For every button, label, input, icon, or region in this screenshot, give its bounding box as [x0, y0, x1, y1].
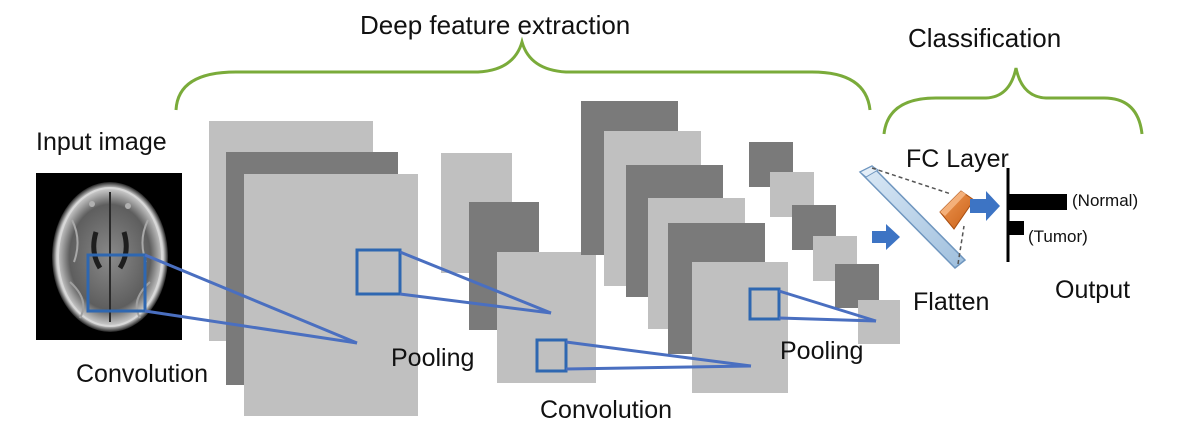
output-label: Output [1055, 276, 1130, 304]
convolution-label-1: Convolution [76, 360, 208, 388]
pooling-label-2: Pooling [780, 337, 863, 365]
classification-bracket [882, 67, 1144, 135]
pooling-label-1: Pooling [391, 344, 474, 372]
right-block-arrow-icon [970, 191, 1000, 221]
conv2-feature-maps [581, 101, 788, 393]
deep-feature-extraction-title: Deep feature extraction [360, 10, 630, 40]
conv2-receptive-field [748, 287, 781, 321]
brain-mri-image [36, 173, 182, 340]
classification-title: Classification [908, 23, 1061, 53]
flatten-label: Flatten [913, 288, 989, 316]
pool2-feature-maps [749, 142, 900, 344]
input-receptive-field [86, 253, 147, 313]
fc-layer-block [939, 190, 975, 230]
tumor-label: (Tumor) [1028, 227, 1088, 246]
pool1-feature-maps [441, 153, 596, 383]
output-bar-tumor [1008, 221, 1024, 235]
conv1-receptive-field [355, 248, 402, 296]
output-bar-normal [1008, 194, 1067, 210]
input-image-label: Input image [36, 128, 167, 156]
normal-label: (Normal) [1072, 191, 1138, 210]
connector-lines [144, 250, 877, 371]
pool1-receptive-field [535, 338, 568, 373]
right-block-arrow-icon [872, 224, 900, 250]
fc-layer-label: FC Layer [906, 145, 1009, 173]
convolution-label-2: Convolution [540, 396, 672, 424]
feature-extraction-bracket [174, 36, 872, 111]
flatten-layer [858, 165, 967, 270]
conv1-feature-maps [209, 121, 418, 416]
